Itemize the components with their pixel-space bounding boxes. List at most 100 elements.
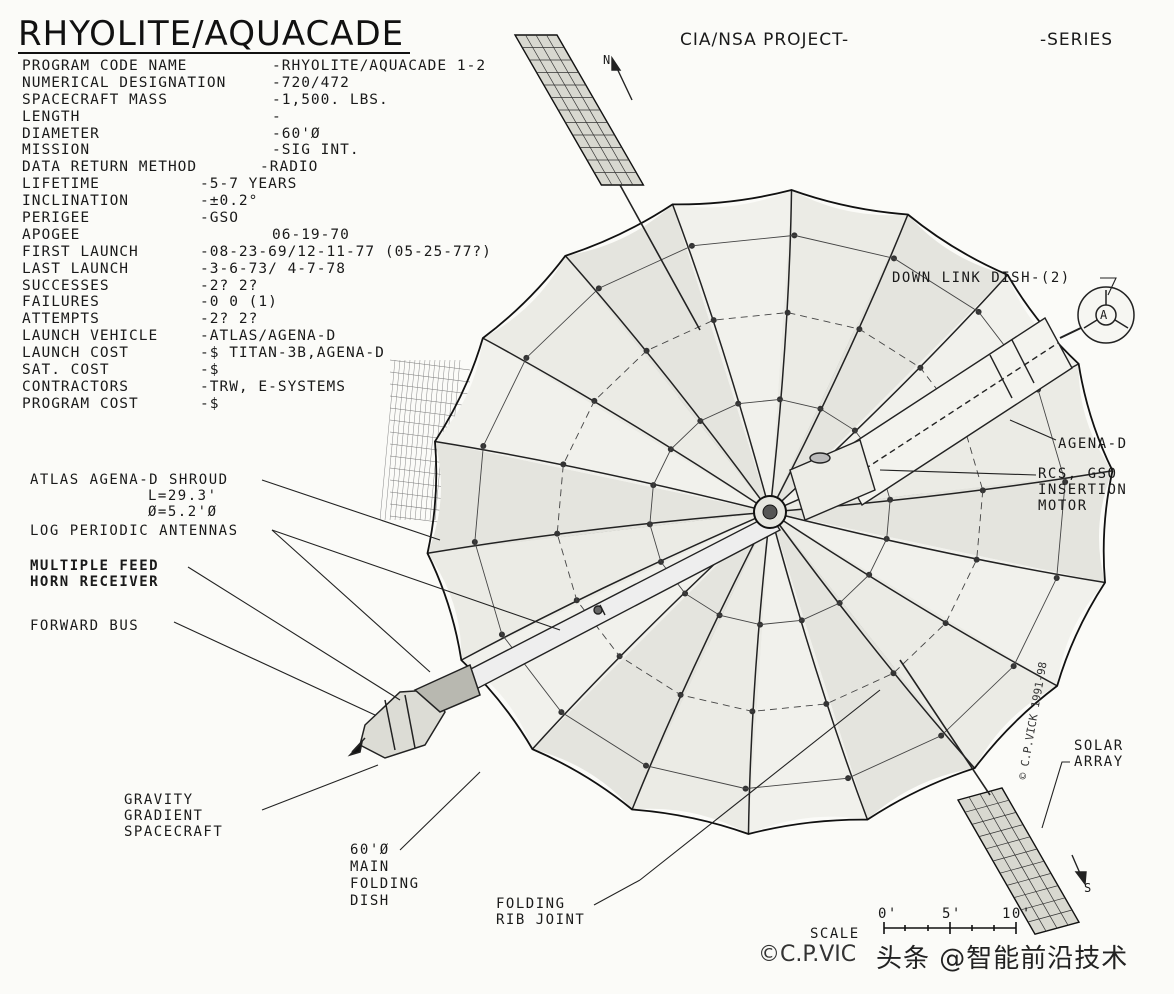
label-solar-line: ARRAY <box>1074 754 1124 770</box>
label-feed-horn: MULTIPLE FEED HORN RECEIVER <box>30 558 159 590</box>
dish-rib <box>769 511 869 820</box>
solar-cell-line <box>1013 885 1059 898</box>
dish-rib <box>769 511 1058 687</box>
spec-value: -ATLAS/AGENA-D <box>200 328 337 345</box>
dish-mesh-line <box>424 359 441 521</box>
spec-label: NUMERICAL DESIGNATION <box>22 74 227 91</box>
dish-gore-panel <box>770 512 975 820</box>
series-header: -SERIES <box>1040 30 1114 50</box>
downlink-dish <box>1059 286 1135 344</box>
label-folding-rib: FOLDING RIB JOINT <box>496 896 585 928</box>
dish-gore-panel <box>427 441 770 554</box>
label-feed-horn-line: MULTIPLE FEED <box>30 558 160 574</box>
dish-mesh-line <box>389 371 471 383</box>
label-main-dish-line: MAIN <box>350 859 390 875</box>
dish-gore-panel <box>770 190 908 512</box>
dish-mesh-line <box>389 359 471 371</box>
spec-value: -60'Ø <box>272 125 321 142</box>
spec-label: LENGTH <box>22 108 81 125</box>
antenna-glyph: A <box>1100 308 1109 322</box>
spec-label: DATA RETURN METHOD <box>22 159 198 176</box>
spec-value: -TRW, E-SYSTEMS <box>200 378 346 395</box>
forward-bus <box>347 663 481 759</box>
north-label: N <box>603 53 612 67</box>
dish-gore-panel <box>672 190 792 512</box>
label-solar-line: SOLAR <box>1074 738 1124 754</box>
spec-label: SPACECRAFT MASS <box>22 91 168 108</box>
spec-value: -2? 2? <box>200 311 259 328</box>
spec-label: PROGRAM COST <box>22 395 139 412</box>
label-folding-rib-line: FOLDING <box>496 896 566 912</box>
dish-rim <box>426 189 1114 835</box>
spec-row: LAUNCH VEHICLE-ATLAS/AGENA-D <box>22 328 442 345</box>
solar-cell-line <box>1020 897 1066 911</box>
solar-cell-line <box>971 812 1017 825</box>
spec-row: CONTRACTORS-TRW, E-SYSTEMS <box>22 379 442 396</box>
solar-cell-line <box>979 793 1058 929</box>
spec-row: LAUNCH COST-$ TITAN-3B,AGENA-D <box>22 345 442 362</box>
dish-gore-panel <box>427 512 770 661</box>
spec-label: FIRST LAUNCH <box>22 243 139 260</box>
leader-lines <box>173 277 1117 906</box>
dish-rib <box>769 511 976 769</box>
spec-value: -$ <box>200 362 220 379</box>
solar-cell-line <box>985 836 1031 850</box>
dish-rib-joint <box>560 461 567 468</box>
dish-mesh-line <box>394 359 411 521</box>
spec-row: PERIGEE-GSO <box>22 210 442 227</box>
spec-row: LIFETIME-5-7 YEARS <box>22 176 442 193</box>
spec-row: PROGRAM COST-$ <box>22 396 442 413</box>
spec-value: -SIG INT. <box>272 142 360 159</box>
dish-gore-panel <box>770 512 1058 769</box>
dish-gore-panel <box>770 214 1008 512</box>
label-gravity-line: SPACECRAFT <box>124 824 224 840</box>
spec-row: DIAMETER -60'Ø <box>22 126 442 143</box>
dish-rib-joint <box>942 620 949 627</box>
spec-row: PROGRAM CODE NAME-RHYOLITE/AQUACADE 1-2 <box>22 58 485 75</box>
dish-mesh-line <box>384 359 401 521</box>
spec-row: NUMERICAL DESIGNATION-720/472 <box>22 75 442 92</box>
dish-mesh-line <box>379 359 396 521</box>
solar-cell-line <box>978 824 1024 837</box>
dish-rib <box>460 511 771 661</box>
spec-row: ATTEMPTS-2? 2? <box>22 311 442 328</box>
label-forward-bus: FORWARD BUS <box>30 618 140 634</box>
spec-label: DIAMETER <box>22 125 100 142</box>
dish-gore-panel <box>770 470 1113 583</box>
dish-gore-panel <box>532 512 770 810</box>
spec-label: FAILURES <box>22 294 100 311</box>
solar-cell-line <box>1027 909 1073 923</box>
scale-tick-5: 5' <box>942 906 962 922</box>
spec-row: LENGTH- <box>22 109 442 126</box>
dish-gore-panel <box>770 512 1106 686</box>
solar-cell-line <box>1006 873 1052 886</box>
spec-value: -5-7 YEARS <box>200 176 298 193</box>
south-arrow <box>1071 854 1087 886</box>
label-main-dish-line: 60'Ø <box>350 842 390 858</box>
spec-row: SAT. COST -$ <box>22 362 442 379</box>
dish-rim-outline <box>426 189 1114 835</box>
spec-label: LAUNCH COST <box>22 345 130 362</box>
spec-row: SUCCESSES-2? 2? <box>22 278 442 295</box>
spec-row: INCLINATION-±0.2° <box>22 193 442 210</box>
label-shroud-line: Ø=5.2'Ø <box>148 504 218 520</box>
dish-mesh-line <box>414 359 431 521</box>
spec-row: LAST LAUNCH-3-6-73/ 4-7-78 <box>22 261 442 278</box>
dish-mesh-line <box>389 383 471 395</box>
scale-bar <box>883 922 1017 934</box>
dish-ring <box>649 398 891 626</box>
dish-rib-joint <box>710 317 717 324</box>
solar-boom <box>899 659 991 796</box>
label-shroud-line: L=29.3' <box>148 488 218 504</box>
spec-value: -08-23-69/12-11-77 (05-25-77?) <box>200 243 492 260</box>
spec-value: -±0.2° <box>200 193 259 210</box>
scale-tick-10: 10' <box>1002 906 1032 922</box>
spec-label: SAT. COST <box>22 362 110 379</box>
dish-gore-panel <box>565 204 770 513</box>
label-gravity-line: GRADIENT <box>124 808 204 824</box>
spec-value: -3-6-73/ 4-7-78 <box>200 260 346 277</box>
label-shroud-line: ATLAS AGENA-D SHROUD <box>30 472 229 488</box>
